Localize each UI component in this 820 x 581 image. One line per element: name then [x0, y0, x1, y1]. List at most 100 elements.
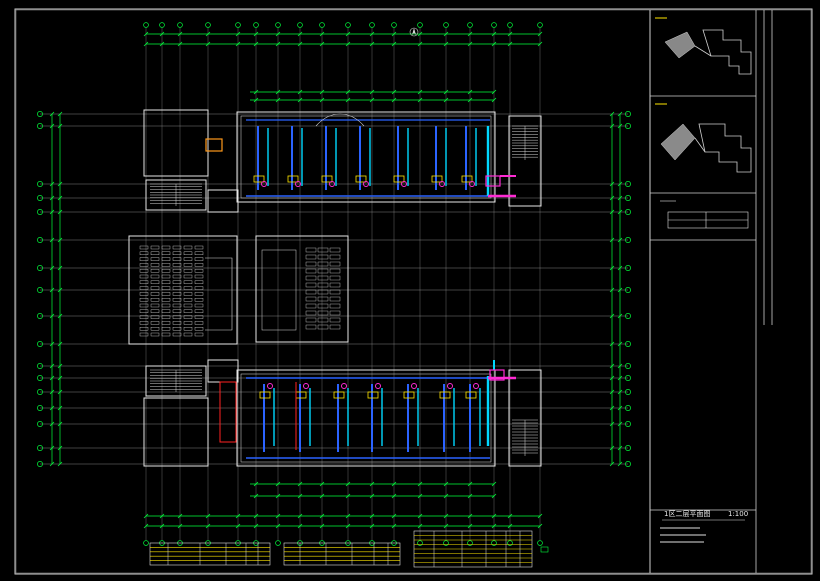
seat — [194, 286, 204, 290]
seat — [183, 263, 193, 267]
dimension-tick — [57, 313, 63, 319]
seat — [150, 286, 160, 290]
dimension-tick — [177, 523, 183, 529]
dimension-tick — [297, 31, 303, 37]
dimension-tick — [369, 481, 375, 487]
schedule-border — [149, 542, 271, 566]
diffuser — [393, 175, 405, 183]
seat — [139, 251, 149, 256]
dimension-tick — [319, 89, 325, 95]
dimension-tick — [253, 523, 259, 529]
desk — [329, 247, 341, 253]
dimension-tick — [609, 363, 615, 369]
axis-bubble — [37, 445, 43, 451]
dimension-tick — [319, 493, 325, 499]
dimension-tick — [369, 97, 375, 103]
axis-bubble — [37, 341, 43, 347]
dimension-tick — [617, 341, 623, 347]
dimension-tick — [253, 493, 259, 499]
riser-shaft — [219, 381, 237, 443]
dimension-tick — [235, 41, 241, 47]
inner-frame — [15, 9, 812, 574]
desk — [317, 268, 329, 274]
north-arrow-icon — [409, 27, 419, 37]
desk — [317, 247, 329, 253]
seat — [161, 321, 171, 325]
seat — [183, 292, 193, 296]
axis-bubble — [37, 195, 43, 201]
dimension-tick — [275, 41, 281, 47]
seat — [183, 315, 193, 319]
desk — [317, 303, 329, 309]
seat — [150, 269, 160, 273]
dimension-tick — [467, 89, 473, 95]
seat — [183, 251, 193, 256]
dimension-tick — [491, 31, 497, 37]
seat — [172, 269, 182, 273]
seat — [172, 263, 182, 267]
seat — [161, 251, 171, 256]
fitting — [469, 181, 475, 187]
seat — [183, 274, 193, 279]
dimension-tick — [417, 493, 423, 499]
dimension-tick — [609, 421, 615, 427]
seat — [150, 309, 160, 313]
axis-bubble — [205, 22, 211, 28]
dimension-tick — [609, 237, 615, 243]
dimension-tick — [609, 181, 615, 187]
axis-bubble — [625, 195, 631, 201]
building-outline — [128, 109, 542, 467]
dimension-tick — [319, 41, 325, 47]
desk — [305, 282, 317, 288]
seat — [139, 327, 149, 331]
fitting — [295, 181, 301, 187]
fitting — [447, 383, 453, 389]
dimension-tick — [507, 513, 513, 519]
seat — [139, 292, 149, 296]
seat — [183, 245, 193, 250]
dimension-tick — [369, 523, 375, 529]
desk — [329, 268, 341, 274]
seat — [194, 257, 204, 261]
fitting — [267, 383, 273, 389]
conference-table — [315, 113, 365, 127]
fitting — [375, 383, 381, 389]
axis-bubble — [625, 313, 631, 319]
desk — [329, 275, 341, 281]
dimension-tick — [617, 445, 623, 451]
seat — [161, 315, 171, 319]
seat — [150, 280, 160, 284]
hvac-ductwork — [246, 113, 516, 459]
seat — [183, 303, 193, 308]
equipment-unit — [205, 138, 223, 152]
seat — [161, 327, 171, 331]
seat — [161, 263, 171, 267]
dimension-tick — [491, 523, 497, 529]
seat — [150, 315, 160, 319]
seat — [161, 286, 171, 290]
diffuser — [355, 175, 367, 183]
dimension-tick — [205, 41, 211, 47]
dimension-tick — [235, 513, 241, 519]
seat — [194, 321, 204, 325]
seat — [194, 251, 204, 256]
seat — [150, 321, 160, 325]
dimension-tick — [443, 89, 449, 95]
dimension-tick — [417, 513, 423, 519]
dimension-tick — [491, 41, 497, 47]
dimension-tick — [345, 513, 351, 519]
dimension-tick — [443, 523, 449, 529]
dimension-tick — [617, 461, 623, 467]
desk-block — [261, 249, 297, 331]
seat — [139, 263, 149, 267]
dimension-tick — [253, 89, 259, 95]
axis-bubble — [345, 22, 351, 28]
stair-bottom-left — [150, 369, 202, 392]
seat — [161, 274, 171, 279]
axis-bubble — [625, 111, 631, 117]
seat — [172, 315, 182, 319]
stair-top-right — [512, 125, 538, 160]
seat — [194, 280, 204, 284]
dimension-tick — [617, 123, 623, 129]
axis-bubble — [491, 540, 497, 546]
